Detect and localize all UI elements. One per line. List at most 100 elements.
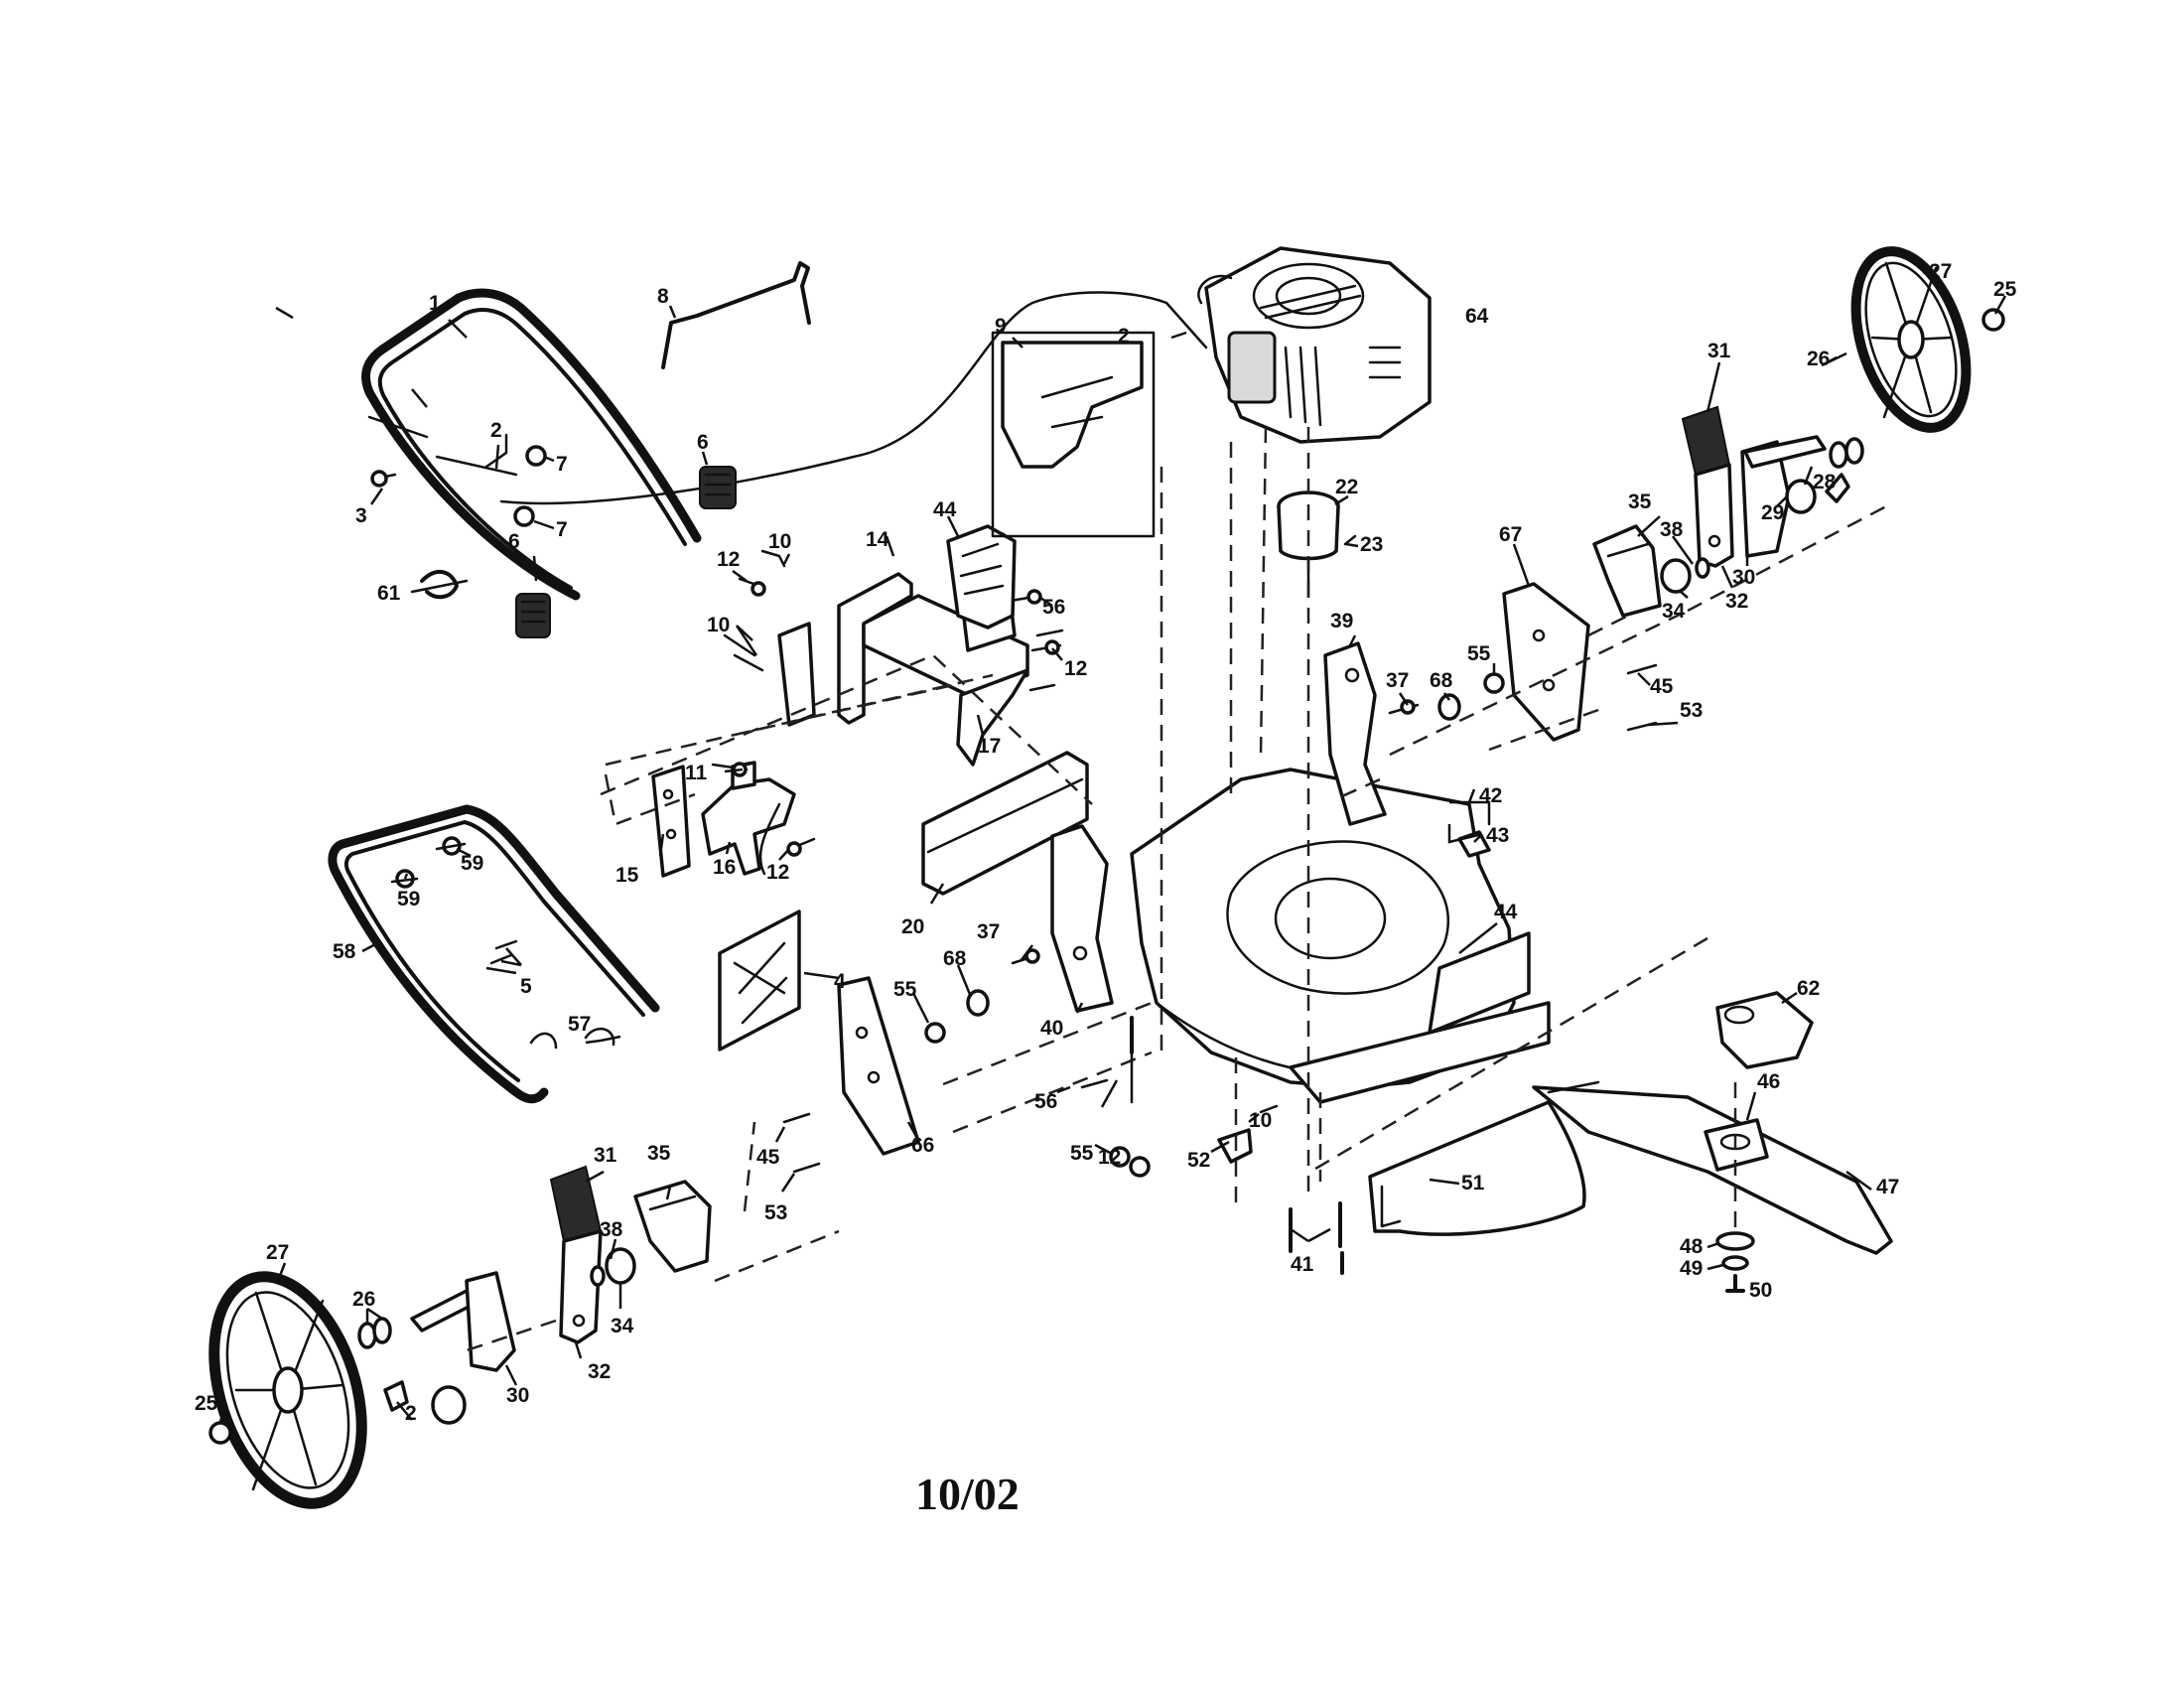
- height-plate-right: [1592, 524, 1662, 618]
- callout-44: 44: [933, 498, 957, 521]
- blade-washer-48: [1715, 1231, 1755, 1251]
- mulch-plate: [921, 751, 1089, 896]
- blade-adapter: [1277, 491, 1357, 598]
- callout-26: 26: [1807, 348, 1830, 370]
- callout-2: 2: [1118, 325, 1130, 348]
- callout-10: 10: [768, 530, 791, 553]
- axle-left: [357, 1271, 516, 1425]
- callout-40: 40: [1040, 1017, 1063, 1040]
- callout-55: 55: [893, 978, 917, 1001]
- height-bracket-40: [1050, 824, 1114, 1013]
- warning-decal: [718, 910, 801, 1052]
- rear-wheel-right: [1850, 246, 1972, 433]
- rear-wheel-left: [208, 1271, 367, 1509]
- callout-37: 37: [1386, 669, 1409, 692]
- callout-46: 46: [1757, 1070, 1780, 1093]
- throttle-cable: [499, 291, 1208, 505]
- callout-12: 12: [766, 861, 789, 884]
- callout-58: 58: [333, 940, 356, 963]
- handle-knob-upper: [699, 466, 737, 509]
- cutting-blade: [1532, 1080, 1893, 1255]
- callout-34: 34: [1662, 600, 1686, 623]
- callout-43: 43: [1486, 824, 1509, 847]
- callout-17: 17: [978, 735, 1001, 758]
- callout-9: 9: [995, 315, 1007, 338]
- callout-5: 5: [520, 975, 532, 998]
- height-bracket-39: [1323, 641, 1387, 826]
- callout-35: 35: [1628, 491, 1652, 513]
- lock-washer-49: [1721, 1255, 1749, 1271]
- callout-44: 44: [1494, 901, 1518, 923]
- callout-37: 37: [977, 920, 1000, 943]
- callout-62: 62: [1797, 977, 1820, 1000]
- callout-20: 20: [901, 915, 924, 938]
- callout-14: 14: [866, 528, 889, 551]
- callout-59: 59: [461, 852, 483, 875]
- callout-12: 12: [717, 548, 740, 571]
- side-bracket-right: [1502, 582, 1590, 742]
- callout-11: 11: [685, 762, 708, 784]
- handle-knob-lower: [515, 593, 551, 638]
- callout-16: 16: [713, 856, 736, 879]
- blade-guard-62: [1715, 991, 1814, 1069]
- callout-38: 38: [600, 1218, 623, 1241]
- callout-27: 27: [1929, 260, 1952, 283]
- callout-66: 66: [911, 1134, 934, 1157]
- callout-55: 55: [1467, 642, 1491, 665]
- hardware-front: [782, 948, 1134, 1174]
- washer-left: [590, 1265, 606, 1287]
- callout-68: 68: [1430, 669, 1453, 692]
- callout-15: 15: [615, 864, 639, 887]
- callout-1: 1: [429, 292, 441, 315]
- callout-23: 23: [1360, 533, 1383, 556]
- blade-bolt-50: [1725, 1274, 1745, 1293]
- callout-25: 25: [195, 1392, 218, 1415]
- height-plate-left: [633, 1180, 712, 1273]
- callout-30: 30: [506, 1384, 529, 1407]
- hardware-right: [1028, 629, 1658, 858]
- hub-cap-right: [1981, 308, 2005, 332]
- callout-3: 3: [355, 504, 367, 527]
- height-lever-left: [549, 1165, 603, 1344]
- callout-48: 48: [1680, 1235, 1704, 1258]
- callout-30: 30: [1732, 566, 1755, 589]
- callout-61: 61: [377, 582, 401, 605]
- callout-8: 8: [657, 285, 669, 308]
- callout-56: 56: [1042, 596, 1065, 619]
- callout-42: 42: [1479, 784, 1502, 807]
- callout-12: 12: [1064, 657, 1087, 680]
- callout-10: 10: [1249, 1109, 1272, 1132]
- callout-26: 26: [352, 1288, 375, 1311]
- upper-handle: [361, 288, 702, 601]
- callout-2: 2: [405, 1402, 417, 1425]
- callout-39: 39: [1330, 610, 1353, 632]
- callout-55: 55: [1070, 1142, 1094, 1165]
- callout-25: 25: [1993, 278, 2017, 301]
- callout-52: 52: [1187, 1149, 1210, 1172]
- height-lever-right: [1681, 405, 1734, 568]
- callout-45: 45: [1650, 675, 1674, 698]
- callout-31: 31: [1707, 340, 1731, 362]
- callout-29: 29: [1761, 501, 1784, 524]
- callout-64: 64: [1465, 305, 1489, 328]
- callout-45: 45: [756, 1146, 780, 1169]
- engine: [1197, 246, 1432, 444]
- cover-plate: [946, 524, 1017, 630]
- lower-handle: [328, 804, 660, 1104]
- callout-7: 7: [556, 518, 568, 541]
- callout-27: 27: [266, 1241, 289, 1264]
- callout-50: 50: [1749, 1279, 1772, 1302]
- callout-56: 56: [1034, 1090, 1057, 1113]
- callout-53: 53: [1680, 699, 1703, 722]
- callout-34: 34: [611, 1315, 634, 1337]
- callout-12: 12: [1098, 1146, 1121, 1169]
- callout-41: 41: [1291, 1253, 1314, 1276]
- leader-lines: [218, 295, 2007, 1423]
- mulch-baffle: [1368, 1100, 1586, 1236]
- callout-32: 32: [1725, 590, 1748, 613]
- bolt-set-left: [711, 549, 1062, 857]
- callout-51: 51: [1461, 1172, 1485, 1194]
- callout-59: 59: [397, 888, 420, 911]
- callout-28: 28: [1813, 471, 1837, 493]
